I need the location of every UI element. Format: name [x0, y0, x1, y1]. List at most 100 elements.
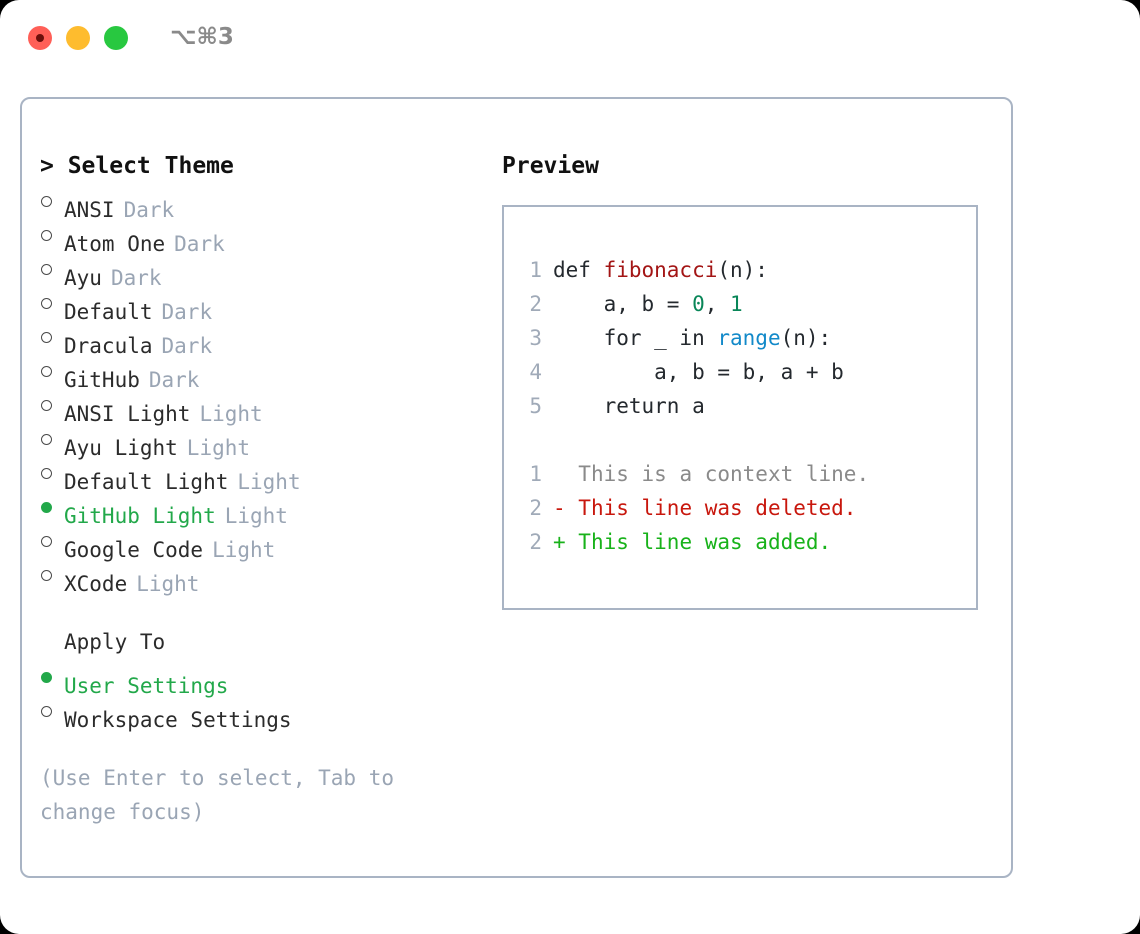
theme-list-item[interactable]: GitHub Dark [40, 353, 480, 392]
diff-marker: + [553, 530, 579, 554]
apply-to-label: Workspace Settings [64, 708, 292, 732]
window-controls [28, 26, 128, 50]
theme-variant: Light [237, 470, 301, 494]
theme-variant: Light [212, 538, 276, 562]
radio-icon [40, 557, 64, 591]
code-token: a, b = [553, 292, 693, 316]
theme-name: Atom One [64, 232, 166, 256]
theme-list-item[interactable]: Google Code Light [40, 523, 480, 562]
diff-text: This line was deleted. [578, 496, 857, 520]
theme-name: Google Code [64, 538, 204, 562]
theme-name: ANSI [64, 198, 115, 222]
radio-icon-selected [40, 489, 64, 523]
title-bar: ⌥⌘3 [0, 0, 1140, 76]
radio-icon [40, 251, 64, 285]
radio-icon [40, 217, 64, 251]
keyboard-hint-text: (Use Enter to select, Tab to change focu… [40, 766, 395, 824]
theme-list-item[interactable]: Ayu Light Light [40, 421, 480, 460]
theme-name: Ayu [64, 266, 102, 290]
diff-text: This is a context line. [578, 462, 870, 486]
theme-variant: Dark [161, 334, 213, 358]
select-theme-header: > Select Theme [40, 153, 234, 179]
theme-variant: Light [136, 572, 200, 596]
theme-list-item[interactable]: Default Dark [40, 285, 480, 324]
radio-icon [40, 319, 64, 353]
code-token: def [553, 258, 604, 282]
line-number: 1 [529, 258, 542, 282]
radio-icon [40, 353, 64, 387]
theme-name: Dracula [64, 334, 153, 358]
line-number: 1 [529, 462, 542, 486]
keyboard-shortcut-label: ⌥⌘3 [170, 24, 234, 50]
theme-variant: Light [199, 402, 263, 426]
code-line: 5 return a [516, 389, 869, 423]
apply-to-option-user-settings[interactable]: User Settings [40, 659, 480, 698]
theme-name: Default Light [64, 470, 229, 494]
theme-name: Ayu Light [64, 436, 178, 460]
apply-to-label: User Settings [64, 674, 229, 698]
theme-name: XCode [64, 572, 128, 596]
code-token-number: 1 [730, 292, 743, 316]
theme-list-item[interactable]: ANSI Light Light [40, 387, 480, 426]
line-number: 3 [529, 326, 542, 350]
radio-icon [40, 693, 64, 727]
radio-icon [40, 421, 64, 455]
diff-line-deleted: 2 - This line was deleted. [516, 491, 869, 525]
theme-list-item[interactable]: Ayu Dark [40, 251, 480, 290]
theme-variant: Dark [148, 368, 200, 392]
theme-variant: Light [224, 504, 288, 528]
code-line: 4 a, b = b, a + b [516, 355, 869, 389]
theme-list-item[interactable]: Atom One Dark [40, 217, 480, 256]
radio-icon [40, 285, 64, 319]
diff-text: This line was added. [578, 530, 832, 554]
minimize-button[interactable] [66, 26, 90, 50]
theme-list-item[interactable]: Default Light Light [40, 455, 480, 494]
theme-list-item[interactable]: XCode Light [40, 557, 480, 596]
radio-icon [40, 455, 64, 489]
theme-list-item[interactable]: ANSI Dark [40, 183, 480, 222]
theme-variant: Dark [110, 266, 162, 290]
radio-icon [40, 387, 64, 421]
theme-variant: Dark [174, 232, 225, 256]
code-token-call: range [717, 326, 781, 350]
theme-list-item[interactable]: Dracula Dark [40, 319, 480, 358]
line-number: 2 [529, 496, 542, 520]
code-blank-line [516, 423, 869, 457]
code-token-number: 0 [692, 292, 705, 316]
radio-icon [40, 523, 64, 557]
apply-to-header: Apply To [64, 630, 166, 654]
theme-variant: Dark [123, 198, 175, 222]
diff-line-added: 2 + This line was added. [516, 525, 869, 559]
code-token: for _ in [553, 326, 718, 350]
diff-line-context: 1 This is a context line. [516, 457, 869, 491]
code-token: return a [553, 394, 705, 418]
theme-name: GitHub [64, 368, 140, 392]
code-line: 3 for _ in range (n): [516, 321, 869, 355]
diff-marker [553, 457, 578, 491]
code-token: a, b = b, a + b [553, 360, 844, 384]
line-number: 4 [529, 360, 542, 384]
theme-variant: Dark [161, 300, 213, 324]
apply-to-list: User Settings Workspace Settings [40, 659, 480, 732]
code-token: , [704, 292, 731, 316]
radio-icon [40, 183, 64, 217]
theme-selector-column: > Select Theme ANSI Dark Atom One Dark [40, 149, 480, 829]
maximize-button[interactable] [104, 26, 128, 50]
code-line: 1 def fibonacci (n): [516, 253, 869, 287]
theme-name: ANSI Light [64, 402, 191, 426]
line-number: 2 [529, 530, 542, 554]
main-panel: > Select Theme ANSI Dark Atom One Dark [20, 97, 1013, 878]
code-token-function: fibonacci [603, 258, 718, 282]
code-token: (n): [780, 326, 832, 350]
line-number: 2 [529, 292, 542, 316]
code-token: (n): [717, 258, 768, 282]
diff-marker: - [553, 496, 579, 520]
theme-list: ANSI Dark Atom One Dark Ayu Dark [40, 183, 480, 596]
apply-to-option-workspace-settings[interactable]: Workspace Settings [40, 693, 480, 732]
preview-box: 1 def fibonacci (n): 2 a, b = 0 , 1 [502, 205, 978, 610]
preview-column: Preview 1 def fibonacci (n): 2 a, b = [502, 149, 992, 610]
close-button[interactable] [28, 26, 52, 50]
radio-icon-selected [40, 659, 64, 693]
theme-list-item-selected[interactable]: GitHub Light Light [40, 489, 480, 528]
